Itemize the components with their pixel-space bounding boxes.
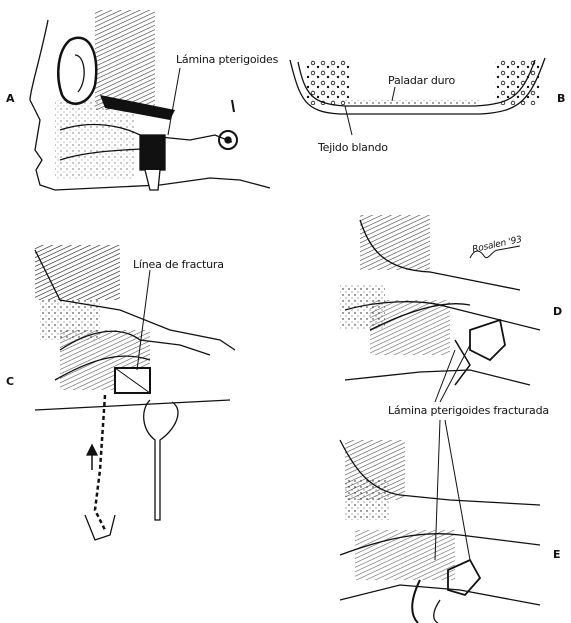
panel-letter-d: D [553, 305, 562, 318]
panel-letter-a: A [6, 92, 15, 105]
label-linea-de-fractura: Línea de fractura [133, 258, 224, 271]
label-paladar-duro: Paladar duro [388, 74, 455, 87]
panel-letter-e: E [553, 548, 561, 561]
label-tejido-blando: Tejido blando [318, 141, 388, 154]
panel-b-drawing [290, 58, 545, 135]
panel-a-drawing [30, 10, 270, 190]
panel-e-drawing [340, 420, 540, 623]
label-lamina-fracturada: Lámina pterigoides fracturada [388, 404, 549, 417]
panel-letter-c: C [6, 375, 14, 388]
label-lamina-pterigoides: Lámina pterigoides [176, 53, 278, 66]
panel-c-drawing [35, 245, 235, 540]
panel-letter-b: B [557, 92, 565, 105]
